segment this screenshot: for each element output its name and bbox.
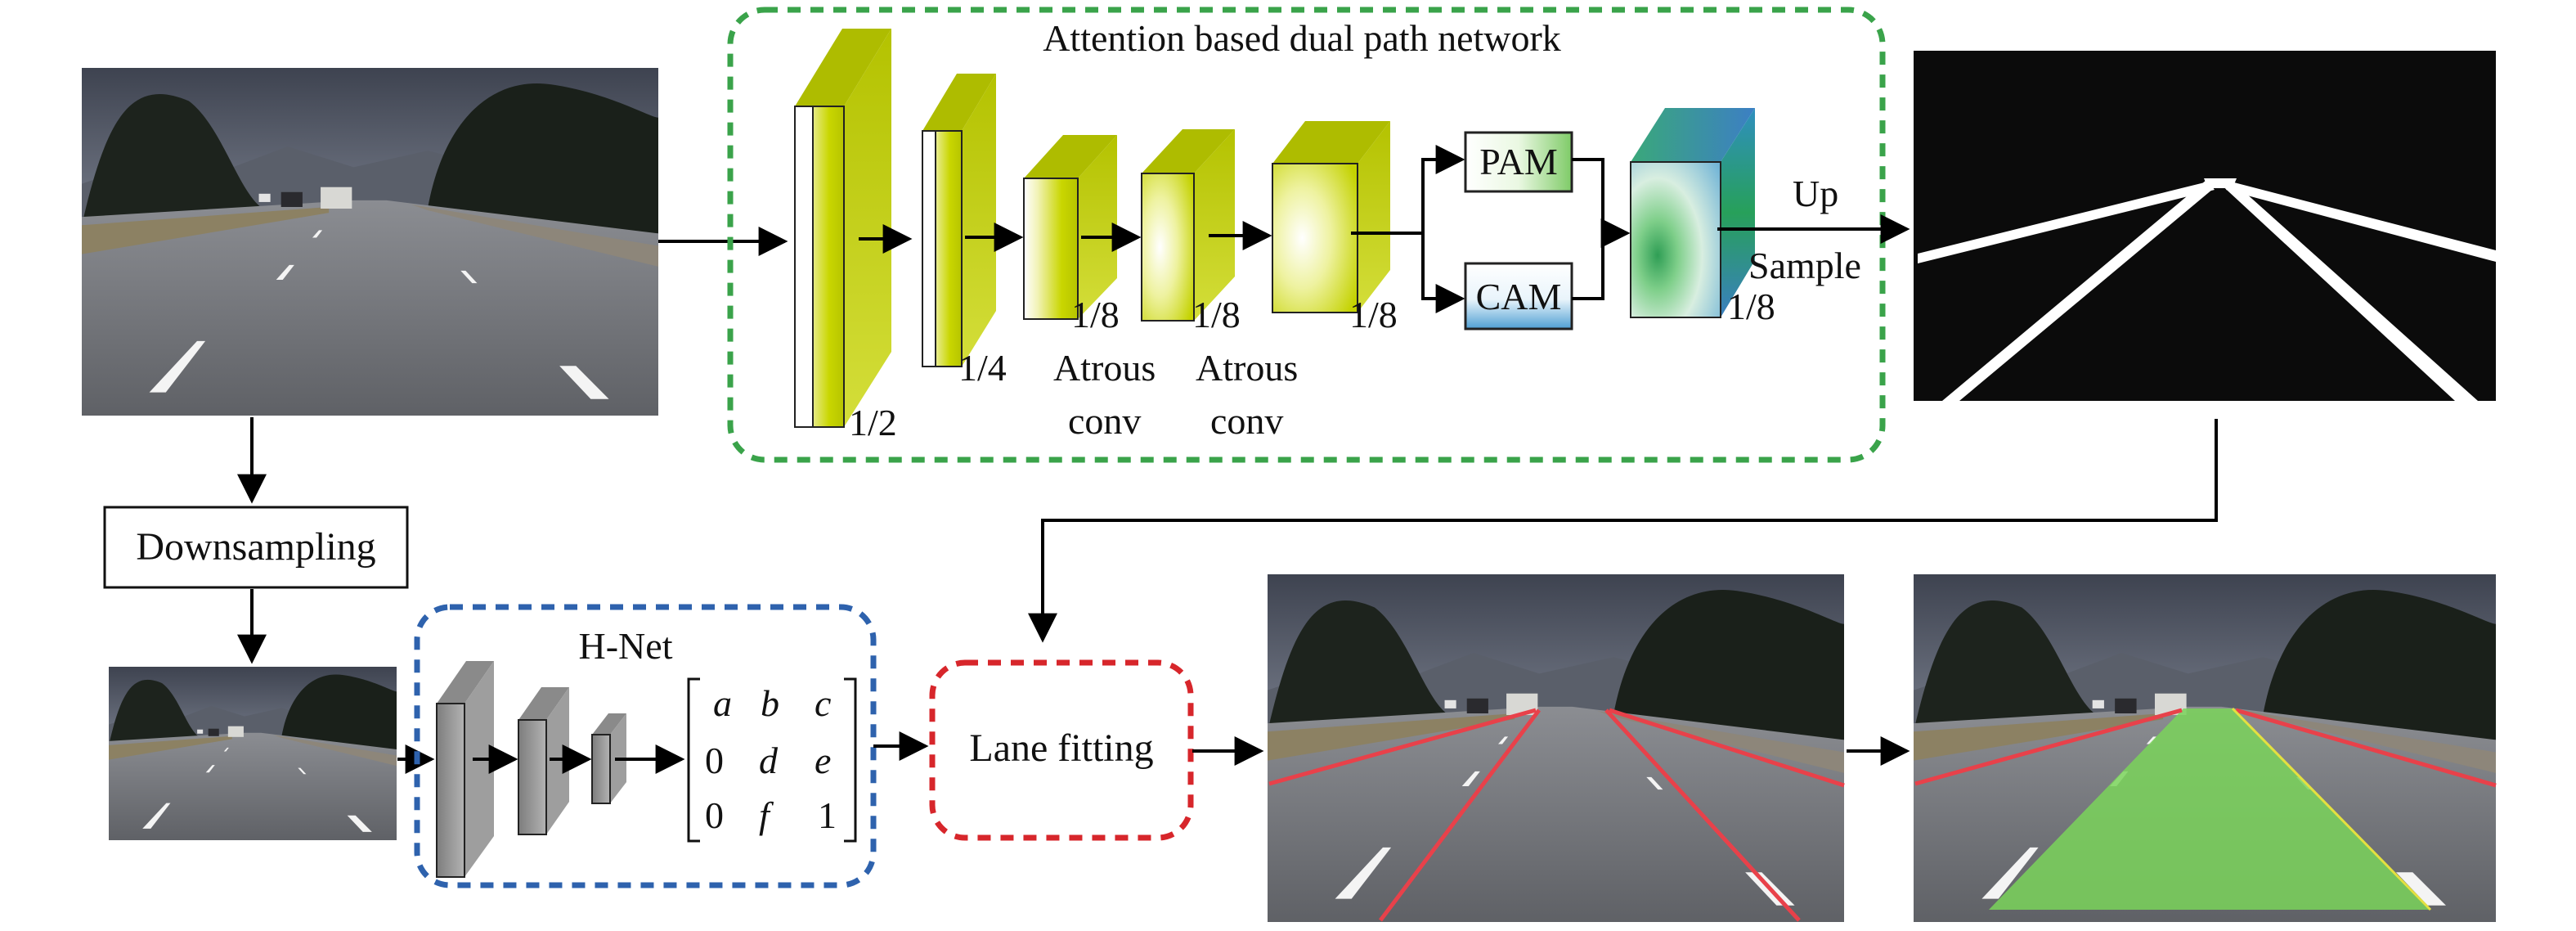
- arrow-cam-to-fusion: [1572, 233, 1604, 300]
- arrow-mask-to-lane-fitting: [1028, 419, 2218, 643]
- dual-path-network-box: [727, 7, 1886, 463]
- hnet-title: H-Net: [579, 625, 673, 667]
- matrix-cell-2: c: [815, 682, 831, 724]
- arrow-pam-to-fusion: [1572, 158, 1631, 248]
- downsampled-road-image: [109, 667, 397, 840]
- matrix-cell-6: 0: [705, 794, 724, 836]
- dual-path-network-title: Attention based dual path network: [1043, 17, 1561, 59]
- feature-block-1-8: [1272, 121, 1390, 313]
- stage-label-1-2: 1/2: [849, 402, 897, 443]
- matrix-cell-8: 1: [818, 794, 837, 836]
- lane-fitting-box: [929, 659, 1194, 841]
- stage-label-1-8-fusion: 1/8: [1727, 286, 1775, 327]
- hnet-block-1: [436, 661, 494, 878]
- atrous-label-2-line1: Atrous: [1196, 347, 1298, 389]
- lane-fitting-label: Lane fitting: [969, 726, 1153, 770]
- atrous-label-1-line2: conv: [1068, 400, 1141, 442]
- arrow-to-pam: [1351, 145, 1465, 235]
- feature-block-atrous-2: [1141, 129, 1235, 322]
- matrix-cell-7: f: [759, 794, 774, 836]
- upsample-label-line2: Sample: [1748, 245, 1861, 286]
- atrous-label-1-line1: Atrous: [1053, 347, 1156, 389]
- stage-label-1-8-c: 1/8: [1349, 294, 1398, 335]
- drivable-area-image: [1914, 574, 2497, 922]
- matrix-cell-0: a: [713, 682, 732, 724]
- matrix-cell-1: b: [761, 682, 779, 724]
- cam-module: [1464, 262, 1573, 331]
- atrous-label-2-line2: conv: [1210, 400, 1283, 442]
- stage-label-1-8-b: 1/8: [1192, 294, 1241, 335]
- hnet-box: [414, 604, 877, 888]
- matrix-cell-4: d: [759, 740, 779, 781]
- pam-module: [1464, 131, 1573, 193]
- matrix-cell-3: 0: [705, 740, 724, 781]
- homography-matrix: a b c 0 d e 0 f 1: [687, 677, 857, 843]
- stage-label-1-8-a: 1/8: [1071, 294, 1120, 335]
- lane-fitting-result-image: [1268, 574, 1845, 922]
- binary-lane-mask: [1914, 51, 2496, 401]
- feature-block-atrous-1: [1023, 135, 1117, 320]
- feature-block-1-2: [794, 29, 891, 428]
- arrow-to-cam: [1421, 233, 1465, 313]
- feature-block-1-4: [922, 74, 996, 367]
- fusion-feature-block: [1630, 108, 1755, 318]
- stage-label-1-4: 1/4: [958, 347, 1007, 389]
- hnet-block-2: [518, 687, 569, 835]
- downsampling-label: Downsampling: [136, 525, 375, 569]
- input-road-image: [82, 68, 658, 416]
- upsample-label-line1: Up: [1793, 173, 1838, 214]
- pam-label: PAM: [1479, 141, 1557, 182]
- matrix-cell-5: e: [815, 740, 831, 781]
- cam-label: CAM: [1476, 276, 1562, 317]
- downsampling-box: [103, 506, 409, 589]
